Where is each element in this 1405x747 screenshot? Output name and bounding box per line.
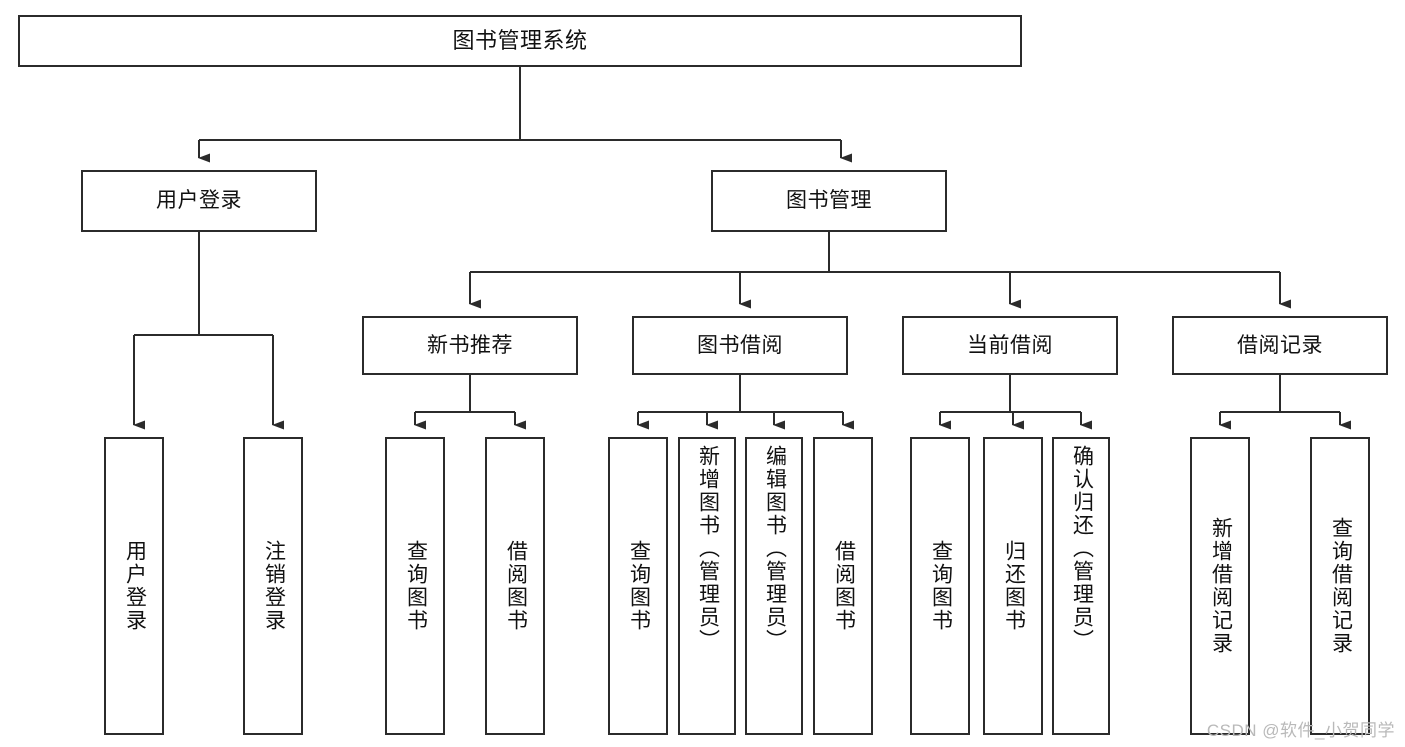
node-leaf-query-book-rec-label: 查询图书 [404,540,428,632]
node-borrow-record-label: 借阅记录 [1237,333,1323,357]
node-user-login[interactable]: 用户登录 [81,170,317,232]
node-new-book-rec[interactable]: 新书推荐 [362,316,578,375]
node-leaf-add-record[interactable]: 新增借阅记录 [1190,437,1250,735]
node-leaf-query-book-borrow[interactable]: 查询图书 [608,437,668,735]
node-leaf-return-book[interactable]: 归还图书 [983,437,1043,735]
node-leaf-logout-label: 注销登录 [262,540,286,632]
node-leaf-edit-book[interactable]: 编辑图书（管理员） [745,437,803,735]
node-current-borrow-label: 当前借阅 [967,333,1053,357]
node-leaf-user-login-label: 用户登录 [123,540,147,632]
node-book-manage[interactable]: 图书管理 [711,170,947,232]
node-borrow-record[interactable]: 借阅记录 [1172,316,1388,375]
node-leaf-query-book-rec[interactable]: 查询图书 [385,437,445,735]
node-leaf-query-book-borrow-label: 查询图书 [627,540,651,632]
node-leaf-borrow-book[interactable]: 借阅图书 [813,437,873,735]
node-leaf-return-book-label: 归还图书 [1002,540,1026,632]
node-leaf-confirm-return[interactable]: 确认归还（管理员） [1052,437,1110,735]
node-leaf-borrow-book-rec[interactable]: 借阅图书 [485,437,545,735]
node-leaf-borrow-book-label: 借阅图书 [832,540,856,632]
node-user-login-label: 用户登录 [156,189,242,213]
watermark-text: CSDN @软件_小贺同学 [1206,721,1395,740]
node-leaf-borrow-book-rec-label: 借阅图书 [504,540,528,632]
node-root-label: 图书管理系统 [452,27,588,53]
node-book-borrow[interactable]: 图书借阅 [632,316,848,375]
node-leaf-logout[interactable]: 注销登录 [243,437,303,735]
node-root-system[interactable]: 图书管理系统 [18,15,1022,67]
node-leaf-query-book-cur-label: 查询图书 [929,540,953,632]
node-leaf-query-record[interactable]: 查询借阅记录 [1310,437,1370,735]
node-book-borrow-label: 图书借阅 [697,333,783,357]
node-leaf-query-book-cur[interactable]: 查询图书 [910,437,970,735]
node-current-borrow[interactable]: 当前借阅 [902,316,1118,375]
node-leaf-add-book-label: 新增图书（管理员） [696,445,720,652]
node-leaf-user-login[interactable]: 用户登录 [104,437,164,735]
node-leaf-add-record-label: 新增借阅记录 [1209,517,1233,655]
node-leaf-confirm-return-label: 确认归还（管理员） [1070,445,1094,652]
node-new-book-rec-label: 新书推荐 [427,333,513,357]
node-book-manage-label: 图书管理 [786,189,872,213]
node-leaf-edit-book-label: 编辑图书（管理员） [763,445,787,652]
node-leaf-add-book[interactable]: 新增图书（管理员） [678,437,736,735]
node-leaf-query-record-label: 查询借阅记录 [1329,517,1353,655]
